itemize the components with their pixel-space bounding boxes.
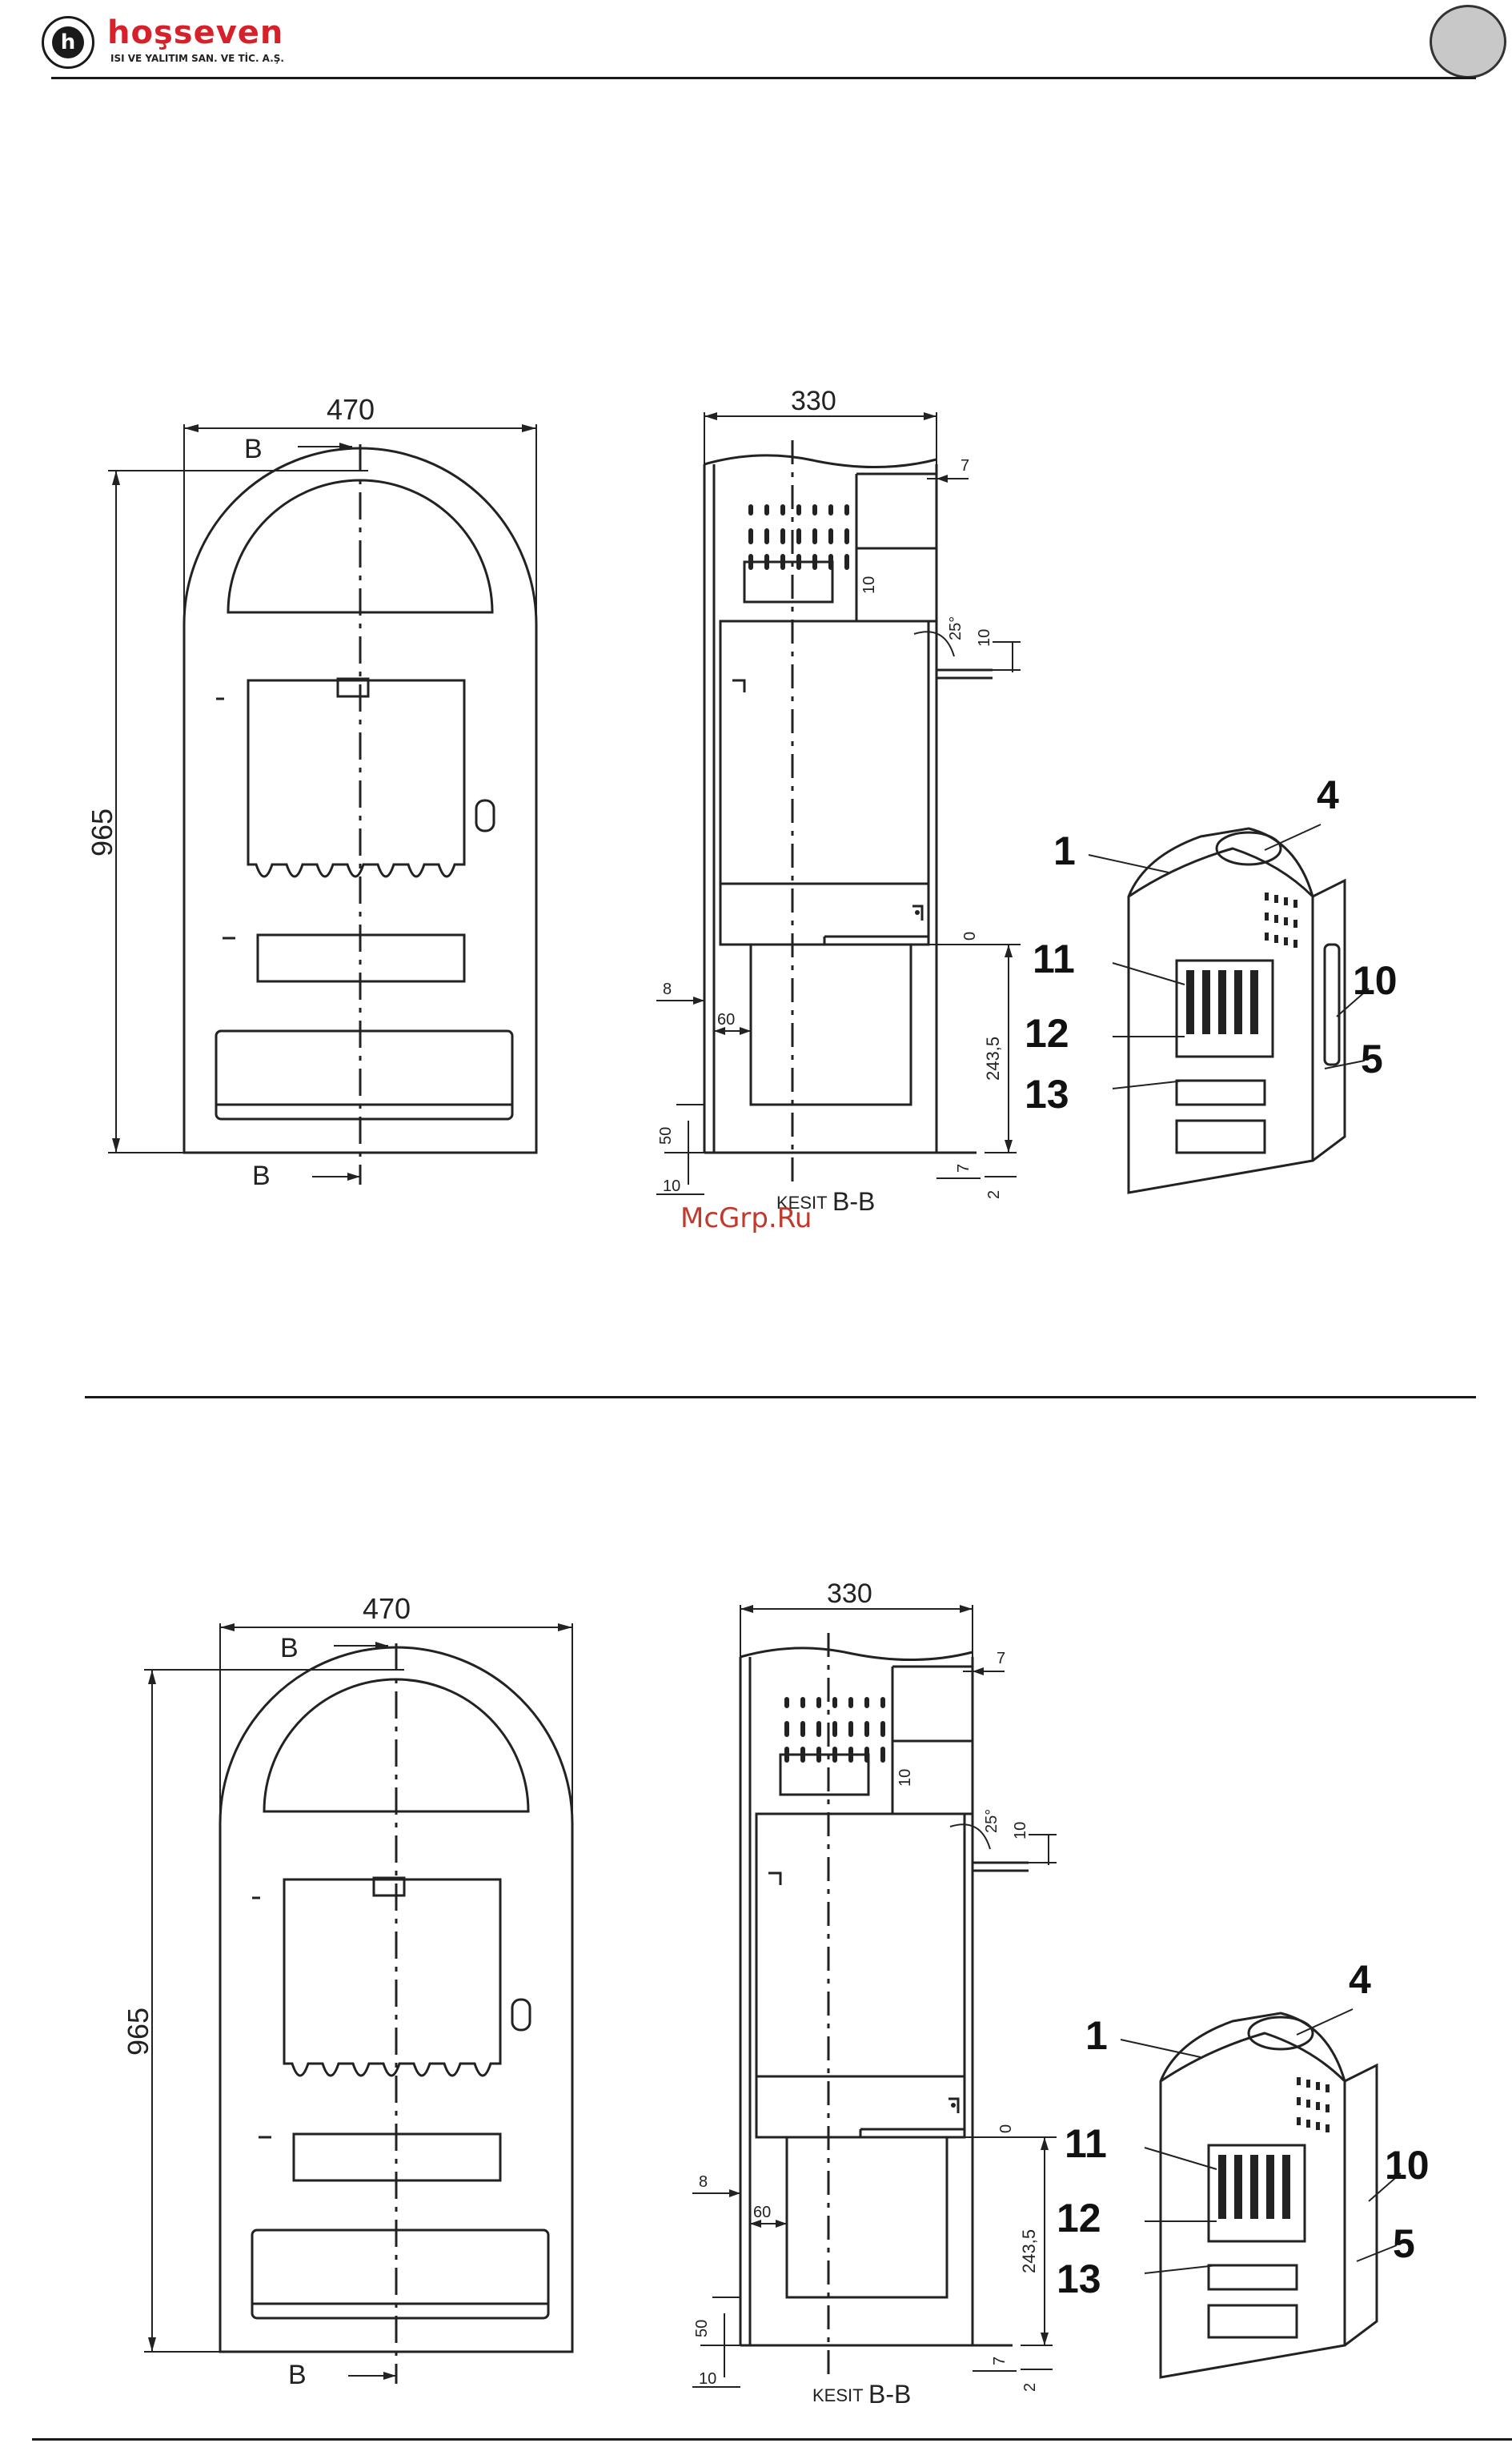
dim-8: 8 — [699, 2173, 708, 2191]
width-dimension-label: 470 — [327, 393, 375, 426]
watermark: McGrp.Ru — [680, 1202, 812, 1234]
page-marker-circle — [1430, 5, 1506, 78]
iso-label-4: 4 — [1349, 1957, 1371, 2002]
dim-10-bottom: 10 — [663, 1177, 680, 1195]
iso-vents — [1265, 893, 1297, 948]
dim-50: 50 — [693, 2320, 711, 2337]
height-dimension-label: 965 — [86, 808, 118, 856]
brand-logo-icon: h — [42, 16, 94, 69]
iso-label-1: 1 — [1053, 828, 1076, 873]
iso-label-5: 5 — [1361, 1037, 1383, 1081]
dim-60: 60 — [717, 1011, 735, 1029]
vent-slots — [748, 504, 849, 570]
caption-kesit: KESIT — [812, 2385, 864, 2405]
dim-10-bottom: 10 — [699, 2370, 716, 2388]
dim-0: 0 — [961, 932, 979, 941]
iso-label-11: 11 — [1033, 937, 1075, 981]
iso-label-5: 5 — [1393, 2221, 1415, 2266]
page-header: h hoşseven ISI VE YALITIM SAN. VE TİC. A… — [0, 0, 1512, 88]
dim-10-right: 10 — [976, 629, 993, 647]
footer-rule — [32, 2438, 1512, 2441]
dim-243: 243,5 — [1019, 2229, 1039, 2273]
front-view-drawing-1: 470 965 B B — [80, 384, 560, 1217]
iso-label-13: 13 — [1057, 2256, 1101, 2301]
brand-name: hoşseven — [107, 14, 283, 51]
iso-label-12: 12 — [1025, 1011, 1069, 1056]
dim-7-top: 7 — [997, 1650, 1005, 1667]
iso-label-11: 11 — [1065, 2121, 1107, 2166]
caption-bb: B-B — [832, 1187, 875, 1216]
iso-label-12: 12 — [1057, 2196, 1101, 2240]
dim-243: 243,5 — [983, 1037, 1003, 1081]
dim-0: 0 — [997, 2124, 1015, 2133]
section-mark-bottom: B — [288, 2360, 307, 2390]
height-dimension-label: 965 — [122, 2008, 154, 2056]
dim-2: 2 — [1021, 2383, 1039, 2392]
dim-10-inner: 10 — [896, 1769, 914, 1787]
header-rule — [51, 77, 1476, 79]
section-mark-bottom: B — [252, 1161, 271, 1191]
iso-grate — [1186, 970, 1258, 1034]
iso-label-10: 10 — [1353, 958, 1398, 1003]
section-width-dim: 330 — [791, 386, 836, 416]
isometric-view-drawing-1: 1 4 11 10 12 5 13 — [1009, 760, 1425, 1209]
dim-2: 2 — [985, 1190, 1003, 1199]
dim-10-right: 10 — [1012, 1822, 1029, 1839]
section-width-dim: 330 — [827, 1579, 872, 1609]
width-dimension-label: 470 — [363, 1592, 411, 1625]
dim-7-bottom: 7 — [991, 2357, 1009, 2365]
dim-8: 8 — [663, 981, 672, 998]
isometric-view-drawing-2: 1 4 11 10 12 5 13 — [1041, 1945, 1457, 2393]
iso-label-10: 10 — [1385, 2143, 1430, 2188]
dim-50: 50 — [657, 1127, 675, 1145]
caption-bb: B-B — [868, 2380, 911, 2409]
iso-label-13: 13 — [1025, 1072, 1069, 1117]
dim-7-top: 7 — [961, 457, 969, 475]
section-mark-top: B — [244, 434, 263, 464]
dim-angle: 25° — [983, 1809, 1001, 1833]
iso-label-1: 1 — [1085, 2013, 1108, 2058]
vent-slots — [784, 1697, 885, 1763]
front-view-drawing-2: 470 965 B B — [116, 1583, 596, 2416]
section-mark-top: B — [280, 1633, 299, 1663]
brand-tagline: ISI VE YALITIM SAN. VE TİC. A.Ş. — [110, 53, 284, 64]
dim-60: 60 — [753, 2204, 771, 2221]
logo-letter: h — [52, 26, 84, 58]
dim-angle: 25° — [947, 616, 965, 640]
section-divider — [85, 1396, 1476, 1398]
dim-7-bottom: 7 — [955, 1164, 973, 1173]
iso-label-4: 4 — [1317, 772, 1339, 817]
iso-vents — [1297, 2077, 1330, 2132]
dim-10-inner: 10 — [860, 576, 878, 594]
iso-grate — [1218, 2155, 1290, 2219]
